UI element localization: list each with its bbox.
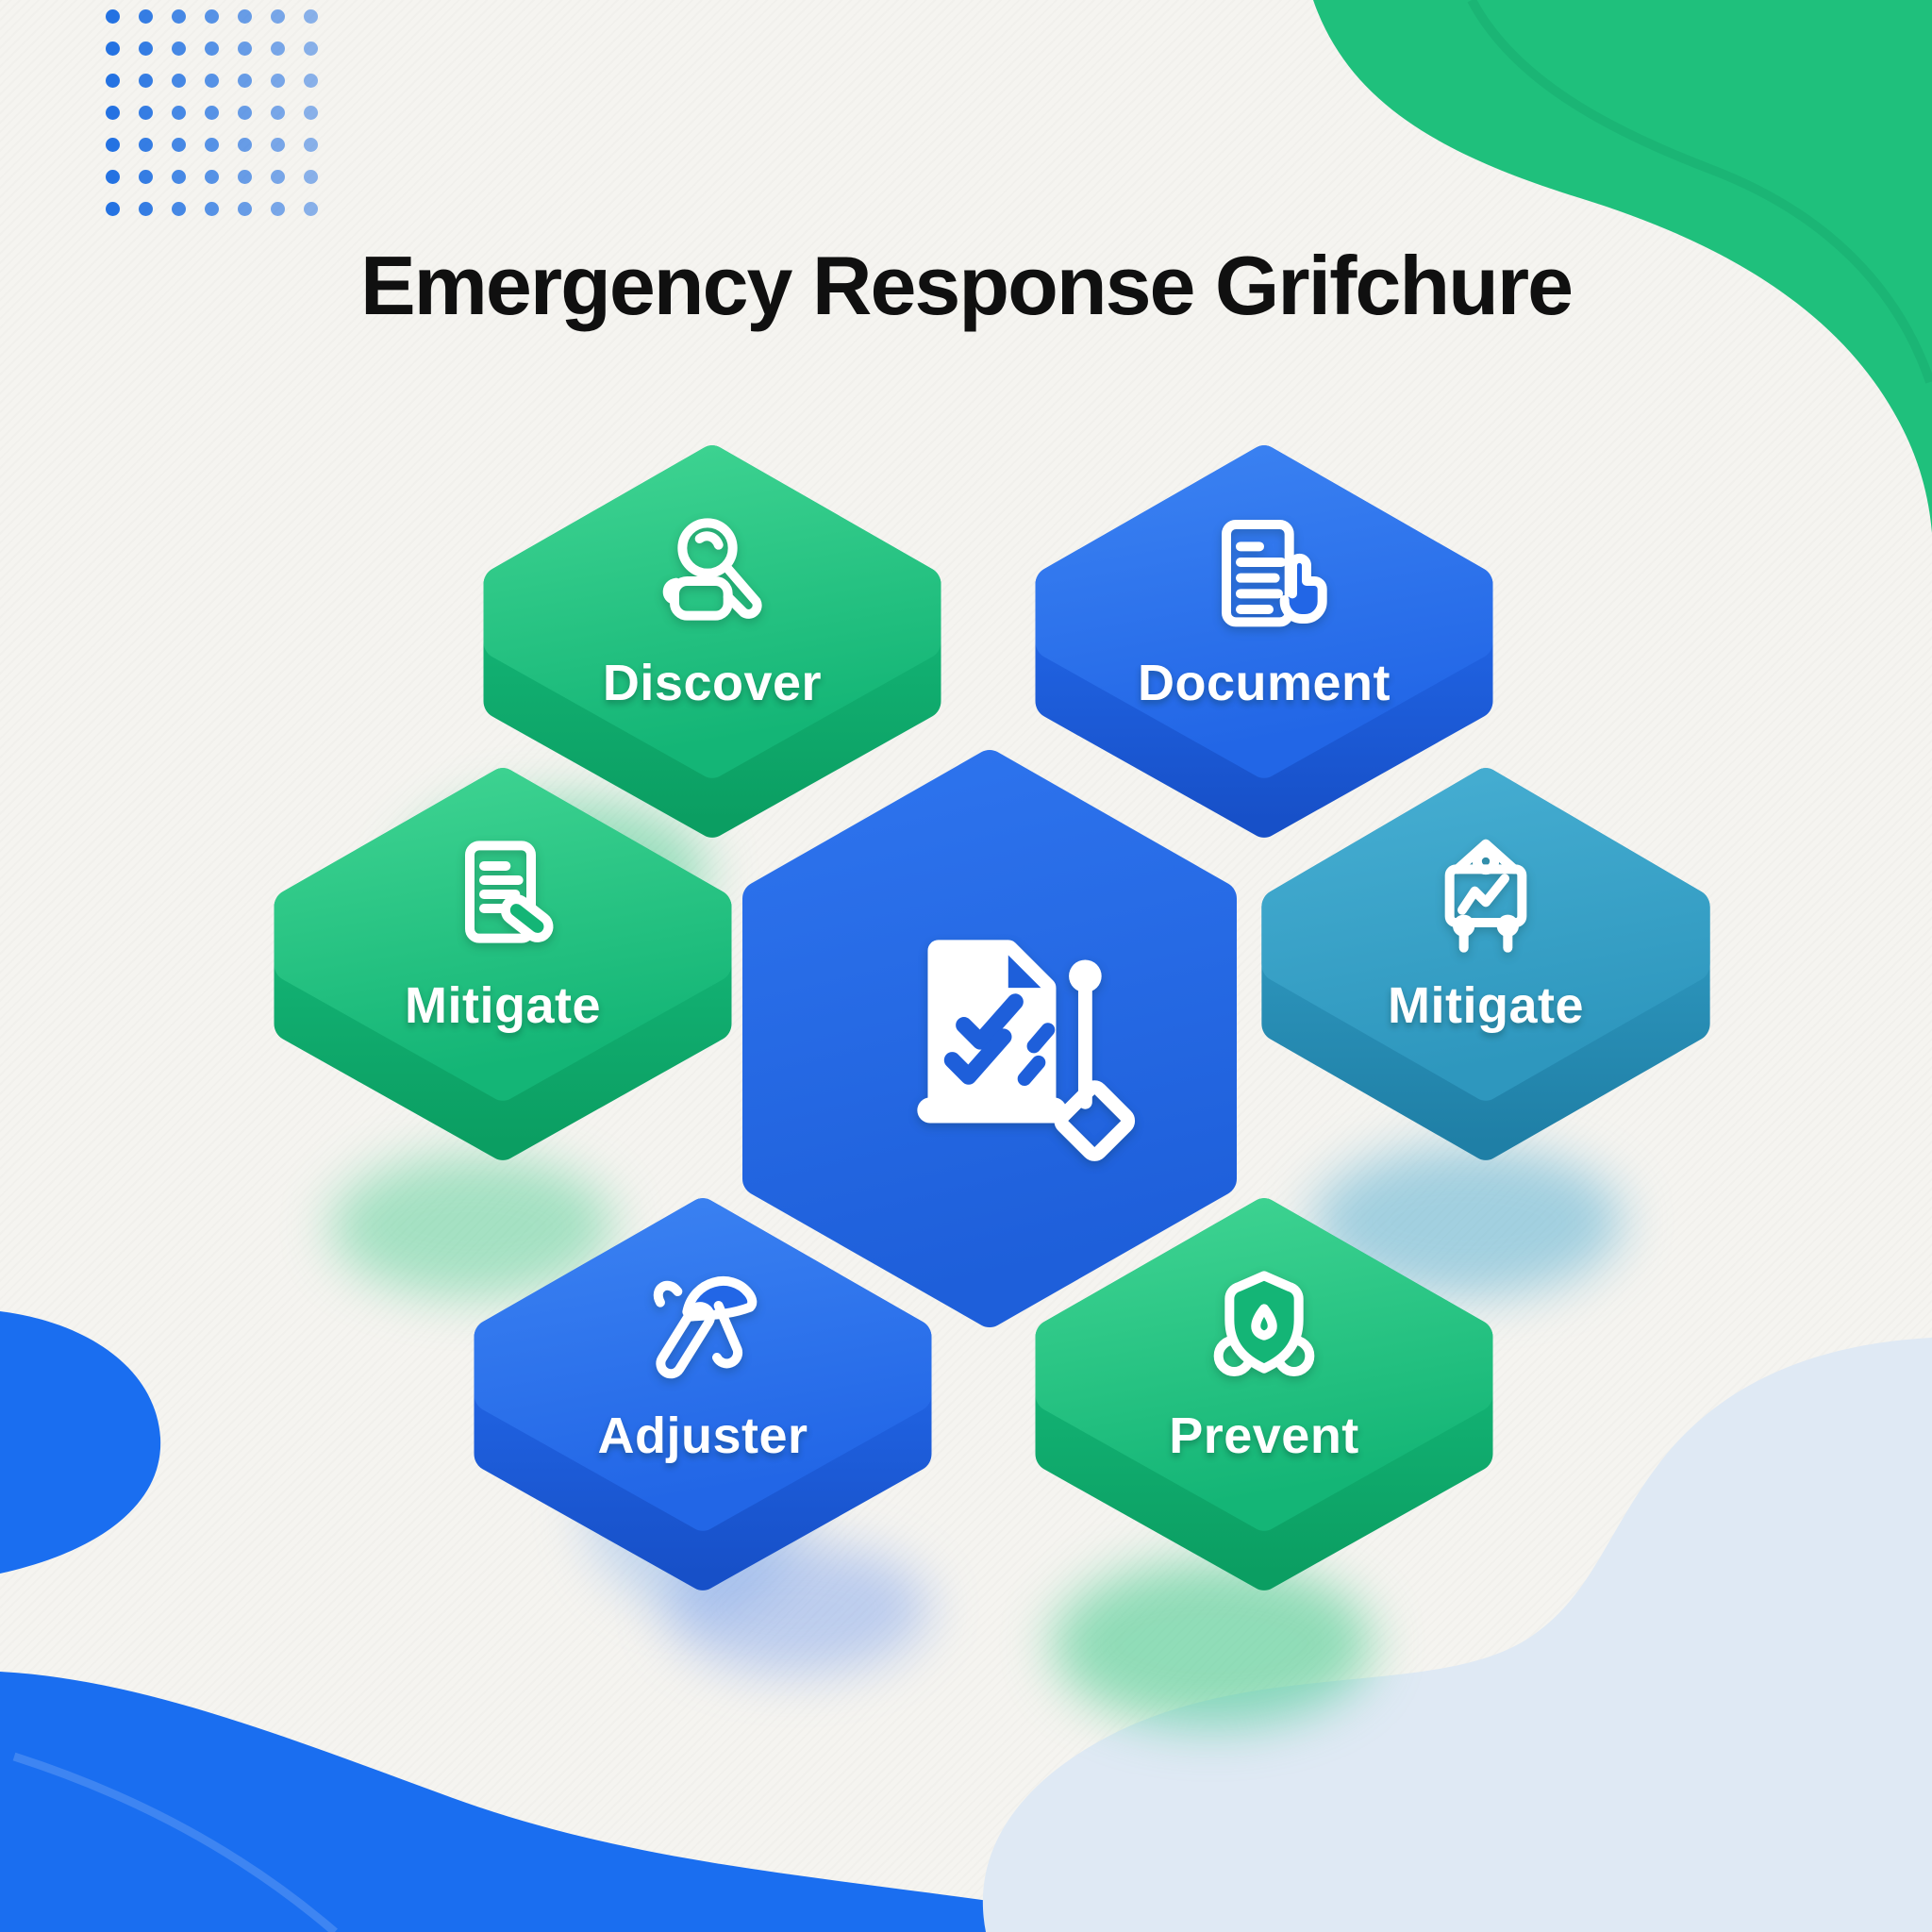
dot — [238, 74, 252, 88]
blue-blob-inner-line — [12, 1752, 338, 1932]
dot — [172, 202, 186, 216]
dot — [139, 170, 153, 184]
tile-center — [742, 749, 1237, 1328]
dot — [106, 42, 120, 56]
dot — [304, 42, 318, 56]
dot — [139, 42, 153, 56]
hexagon — [1035, 1198, 1493, 1591]
dot — [304, 202, 318, 216]
tile-prevent: Prevent — [1028, 1198, 1500, 1591]
dot — [205, 9, 219, 24]
dot — [106, 106, 120, 120]
tile-label: Adjuster — [597, 1407, 808, 1464]
dot — [271, 106, 285, 120]
dot — [304, 170, 318, 184]
dot — [172, 170, 186, 184]
dot — [271, 74, 285, 88]
shield-drop-icon — [1213, 1271, 1315, 1376]
tile-discover: Discover — [476, 445, 948, 838]
hexagon — [474, 1198, 932, 1591]
dot — [172, 106, 186, 120]
dot — [205, 106, 219, 120]
tile-mitigate-left: Mitigate — [267, 768, 739, 1160]
dot — [139, 9, 153, 24]
dot — [205, 202, 219, 216]
blue-blob-bottom-left — [0, 1672, 1165, 1932]
dot — [139, 106, 153, 120]
blue-strip-bottom-left — [0, 1311, 161, 1574]
hexagon — [1261, 768, 1710, 1160]
dot — [172, 9, 186, 24]
glow-under-prevent — [1052, 1561, 1373, 1726]
dot — [172, 138, 186, 152]
dot — [238, 42, 252, 56]
dot — [304, 138, 318, 152]
tile-adjuster: Adjuster — [467, 1198, 939, 1591]
dot — [172, 74, 186, 88]
tile-label: Prevent — [1169, 1407, 1359, 1464]
dot — [106, 138, 120, 152]
tile-document: Document — [1028, 445, 1500, 838]
dot — [271, 9, 285, 24]
checklist-document-icon — [917, 940, 1136, 1161]
dot — [106, 74, 120, 88]
dot — [238, 106, 252, 120]
tile-label: Mitigate — [1387, 977, 1584, 1034]
tile-mitigate-right: Mitigate — [1255, 768, 1717, 1160]
dot — [205, 74, 219, 88]
dot — [172, 42, 186, 56]
dot — [238, 170, 252, 184]
dot — [205, 138, 219, 152]
dot — [139, 202, 153, 216]
tile-label: Mitigate — [404, 977, 601, 1034]
dot — [139, 74, 153, 88]
board-chart-icon — [1444, 839, 1527, 953]
dot — [139, 138, 153, 152]
dot-grid — [106, 9, 325, 225]
dot — [304, 9, 318, 24]
dot — [271, 42, 285, 56]
magnifier-hand-icon — [662, 518, 762, 621]
document-hand-icon — [1222, 520, 1327, 627]
page-title: Emergency Response Grifchure — [359, 239, 1574, 332]
umbrella-tool-icon — [653, 1275, 758, 1379]
dot — [106, 202, 120, 216]
dot — [238, 138, 252, 152]
tile-label: Document — [1137, 655, 1391, 711]
dot — [271, 170, 285, 184]
dot — [238, 9, 252, 24]
dot — [106, 9, 120, 24]
tile-label: Discover — [602, 655, 823, 711]
dot — [205, 170, 219, 184]
dot — [304, 74, 318, 88]
dot — [304, 106, 318, 120]
dot — [238, 202, 252, 216]
dot — [106, 170, 120, 184]
dot — [271, 138, 285, 152]
dot — [271, 202, 285, 216]
document-stamp-icon — [465, 841, 554, 943]
dot — [205, 42, 219, 56]
